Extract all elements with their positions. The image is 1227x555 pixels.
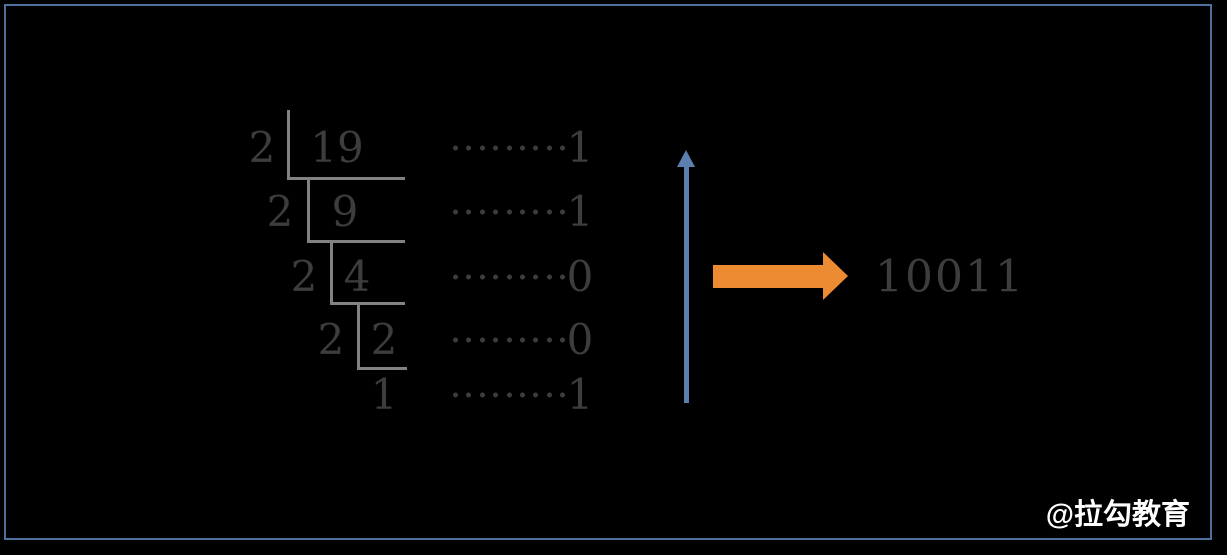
right-arrow-icon (823, 252, 848, 300)
leader-dot (519, 392, 525, 398)
leader-dot (533, 274, 539, 280)
leader-dot (466, 274, 472, 280)
division-underline (307, 240, 405, 243)
dividend: 19 (310, 123, 364, 172)
watermark-text: @拉勾教育 (1045, 499, 1190, 531)
leader-dot (493, 337, 499, 343)
leader-dot (466, 209, 472, 215)
up-arrow-shaft (684, 166, 689, 403)
leader-dot (546, 392, 552, 398)
leader-dot (506, 209, 512, 215)
leader-dot (546, 145, 552, 151)
leader-dot (506, 392, 512, 398)
leader-dot (519, 337, 525, 343)
leader-dot (519, 145, 525, 151)
leader-dot (479, 337, 485, 343)
leader-dot (453, 209, 458, 215)
leader-dot (493, 392, 499, 398)
leader-dot (560, 337, 566, 343)
leader-dot (493, 274, 499, 280)
leader-dot (479, 209, 485, 215)
dividend: 9 (331, 187, 359, 236)
dividend: 4 (343, 252, 371, 301)
leader-dot (506, 274, 512, 280)
leader-dot (479, 392, 485, 398)
dotted-leader (453, 209, 566, 215)
leader-dot (560, 145, 566, 151)
leader-dot (560, 274, 566, 280)
dotted-leader (453, 392, 566, 398)
leader-dot (533, 209, 539, 215)
divisor: 2 (266, 187, 294, 236)
leader-dot (533, 392, 539, 398)
leader-dot (560, 392, 566, 398)
remainder-bit: 1 (566, 187, 594, 236)
leader-dot (519, 209, 525, 215)
leader-dot (560, 209, 566, 215)
binary-result-value: 10011 (875, 251, 1025, 303)
dotted-leader (453, 337, 566, 343)
division-underline (330, 302, 405, 305)
leader-dot (533, 145, 539, 151)
leader-dot (546, 274, 552, 280)
leader-dot (453, 337, 458, 343)
divisor: 2 (317, 315, 345, 364)
leader-dot (466, 145, 472, 151)
divisor: 2 (248, 123, 276, 172)
division-vertical-line (287, 110, 290, 179)
leader-dot (493, 145, 499, 151)
leader-dot (453, 274, 458, 280)
leader-dot (466, 337, 472, 343)
dotted-leader (453, 274, 566, 280)
slide-border-frame (4, 4, 1212, 540)
dividend: 2 (370, 315, 398, 364)
leader-dot (466, 392, 472, 398)
division-vertical-line (357, 302, 360, 369)
remainder-bit: 0 (566, 252, 594, 301)
up-arrow-icon (677, 150, 695, 167)
leader-dot (519, 274, 525, 280)
right-arrow-shaft (713, 265, 823, 288)
leader-dot (506, 145, 512, 151)
leader-dot (506, 337, 512, 343)
divisor: 2 (290, 252, 318, 301)
remainder-bit: 1 (566, 123, 594, 172)
remainder-bit: 1 (566, 370, 594, 419)
dotted-leader (453, 145, 566, 151)
dividend: 1 (370, 370, 398, 419)
division-vertical-line (307, 177, 310, 242)
division-underline (357, 367, 407, 370)
leader-dot (453, 145, 458, 151)
division-underline (287, 177, 405, 180)
division-vertical-line (330, 240, 333, 304)
leader-dot (546, 337, 552, 343)
leader-dot (533, 337, 539, 343)
leader-dot (479, 145, 485, 151)
leader-dot (479, 274, 485, 280)
leader-dot (546, 209, 552, 215)
remainder-bit: 0 (566, 315, 594, 364)
leader-dot (453, 392, 458, 398)
leader-dot (493, 209, 499, 215)
